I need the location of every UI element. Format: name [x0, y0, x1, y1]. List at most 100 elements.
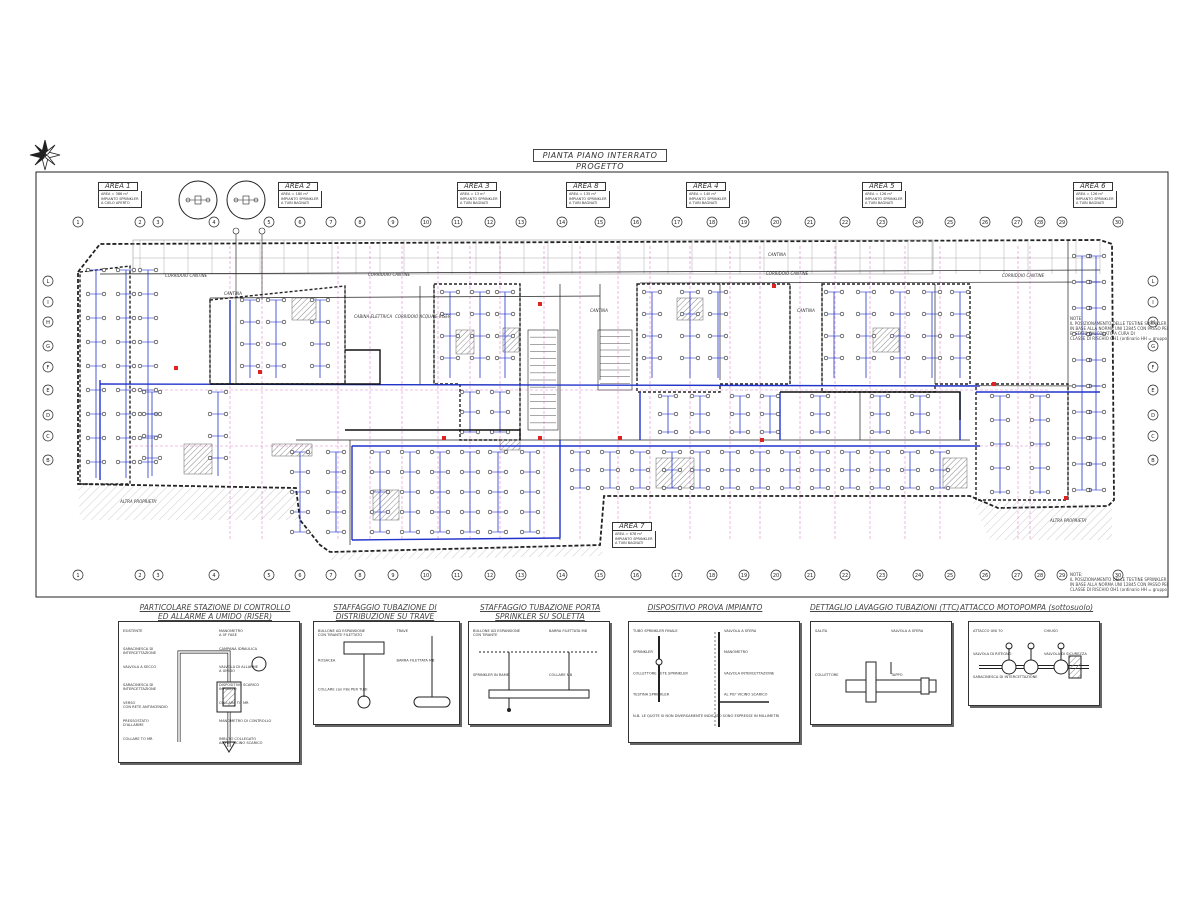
sprinkler-head-icon	[795, 467, 801, 473]
sprinkler-head-icon	[885, 411, 891, 417]
valve-icon	[618, 436, 622, 440]
grid-bubble-col: 26	[979, 216, 991, 228]
sprinkler-head-icon	[723, 355, 729, 361]
sprinkler-head-icon	[585, 485, 591, 491]
svg-text:3: 3	[156, 573, 159, 579]
grid-bubble-col: 12	[484, 216, 496, 228]
sprinkler-head-icon	[775, 429, 781, 435]
grid-bubble-col: 26	[979, 569, 991, 581]
sprinkler-head-icon	[915, 467, 921, 473]
sprinkler-head-icon	[871, 355, 877, 361]
svg-text:13: 13	[518, 573, 524, 579]
sprinkler-head-icon	[745, 429, 751, 435]
sprinkler-head-icon	[905, 289, 911, 295]
sprinkler-head-icon	[1071, 357, 1077, 363]
sprinkler-head-icon	[399, 489, 405, 495]
sprinkler-head-icon	[705, 485, 711, 491]
sprinkler-head-icon	[729, 429, 735, 435]
area-tag-body: AREA = 126 m² IMPIANTO SPRINKLER A TUBI …	[862, 191, 906, 208]
sprinkler-head-icon	[475, 449, 481, 455]
valve-icon	[1064, 496, 1068, 500]
sprinkler-head-icon	[965, 311, 971, 317]
sprinkler-head-icon	[255, 297, 261, 303]
sprinkler-head-icon	[487, 469, 493, 475]
sprinkler-head-icon	[131, 363, 137, 369]
sprinkler-head-icon	[445, 509, 451, 515]
sprinkler-head-icon	[615, 449, 621, 455]
grid-bubble-row: C	[42, 430, 54, 442]
sprinkler-head-icon	[689, 393, 695, 399]
sprinkler-head-icon	[131, 459, 137, 465]
sprinkler-head-icon	[489, 389, 495, 395]
structural-hatch	[455, 329, 475, 355]
sprinkler-head-icon	[459, 429, 465, 435]
sprinkler-head-icon	[705, 449, 711, 455]
grid-bubble-col: 7	[325, 216, 337, 228]
sprinkler-head-icon	[1085, 305, 1091, 311]
sprinkler-head-icon	[85, 435, 91, 441]
supply-pipe	[210, 349, 961, 440]
sprinkler-head-icon	[137, 339, 143, 345]
svg-text:6: 6	[298, 573, 301, 579]
sprinkler-head-icon	[885, 393, 891, 399]
valve-icon	[442, 436, 446, 440]
sprinkler-head-icon	[265, 297, 271, 303]
grid-bubble-col: 2	[134, 216, 146, 228]
sprinkler-head-icon	[325, 319, 331, 325]
sprinkler-head-icon	[735, 485, 741, 491]
grid-bubble-col: 19	[738, 216, 750, 228]
sprinkler-head-icon	[85, 267, 91, 273]
sprinkler-head-icon	[439, 311, 445, 317]
sprinkler-head-icon	[223, 389, 229, 395]
svg-text:I: I	[1152, 300, 1153, 306]
svg-text:14: 14	[559, 573, 565, 579]
sprinkler-head-icon	[1071, 279, 1077, 285]
sprinkler-head-icon	[899, 467, 905, 473]
sprinkler-head-icon	[657, 311, 663, 317]
sprinkler-head-icon	[779, 485, 785, 491]
sprinkler-head-icon	[399, 449, 405, 455]
area-tag-label: AREA 6	[1073, 182, 1113, 191]
grid-bubble-row: L	[1147, 275, 1159, 287]
sprinkler-head-icon	[341, 529, 347, 535]
detail-title: DETTAGLIO LAVAGGIO TUBAZIONI (TTC)	[810, 603, 960, 612]
grid-bubble-col: 4	[208, 216, 220, 228]
area-tag-body: AREA = 386 m² IMPIANTO SPRINKLER A CIELO…	[98, 191, 142, 208]
svg-text:E: E	[1151, 388, 1154, 394]
area-tag-label: AREA 3	[457, 182, 497, 191]
sprinkler-head-icon	[415, 469, 421, 475]
detail-title: ATTACCO MOTOPOMPA (sottosuolo)	[960, 603, 1094, 612]
sprinkler-head-icon	[679, 289, 685, 295]
tee-icon	[865, 661, 877, 703]
grid-bubble-row: E	[1147, 384, 1159, 396]
sprinkler-head-icon	[281, 297, 287, 303]
svg-text:IL POSIZIONAMENTO DELLE TESTIN: IL POSIZIONAMENTO DELLE TESTINE SPRINKLE…	[1070, 577, 1168, 582]
sprinkler-head-icon	[415, 529, 421, 535]
svg-text:NOTE:IL POSIZIONAMENTO DELLE T: NOTE:IL POSIZIONAMENTO DELLE TESTINE SPR…	[1070, 316, 1168, 341]
svg-text:17: 17	[674, 573, 680, 579]
svg-text:29: 29	[1059, 220, 1065, 226]
sprinkler-head-icon	[1029, 489, 1035, 495]
sprinkler-head-icon	[157, 411, 163, 417]
sprinkler-head-icon	[809, 429, 815, 435]
sprinkler-head-icon	[921, 355, 927, 361]
sprinkler-head-icon	[839, 311, 845, 317]
svg-text:G: G	[46, 344, 50, 350]
sprinkler-head-icon	[823, 355, 829, 361]
sprinkler-head-icon	[965, 289, 971, 295]
sprinkler-head-icon	[207, 455, 213, 461]
sprinkler-head-icon	[825, 393, 831, 399]
pipe-icon	[488, 689, 590, 699]
sprinkler-head-icon	[115, 315, 121, 321]
sprinkler-head-icon	[945, 485, 951, 491]
sprinkler-head-icon	[645, 449, 651, 455]
svg-text:28: 28	[1037, 220, 1043, 226]
svg-text:22: 22	[842, 220, 848, 226]
area-tag-body: AREA = 180 m² IMPIANTO SPRINKLER A TUBI …	[278, 191, 322, 208]
sprinkler-head-icon	[641, 355, 647, 361]
valve-icon	[1053, 659, 1069, 675]
